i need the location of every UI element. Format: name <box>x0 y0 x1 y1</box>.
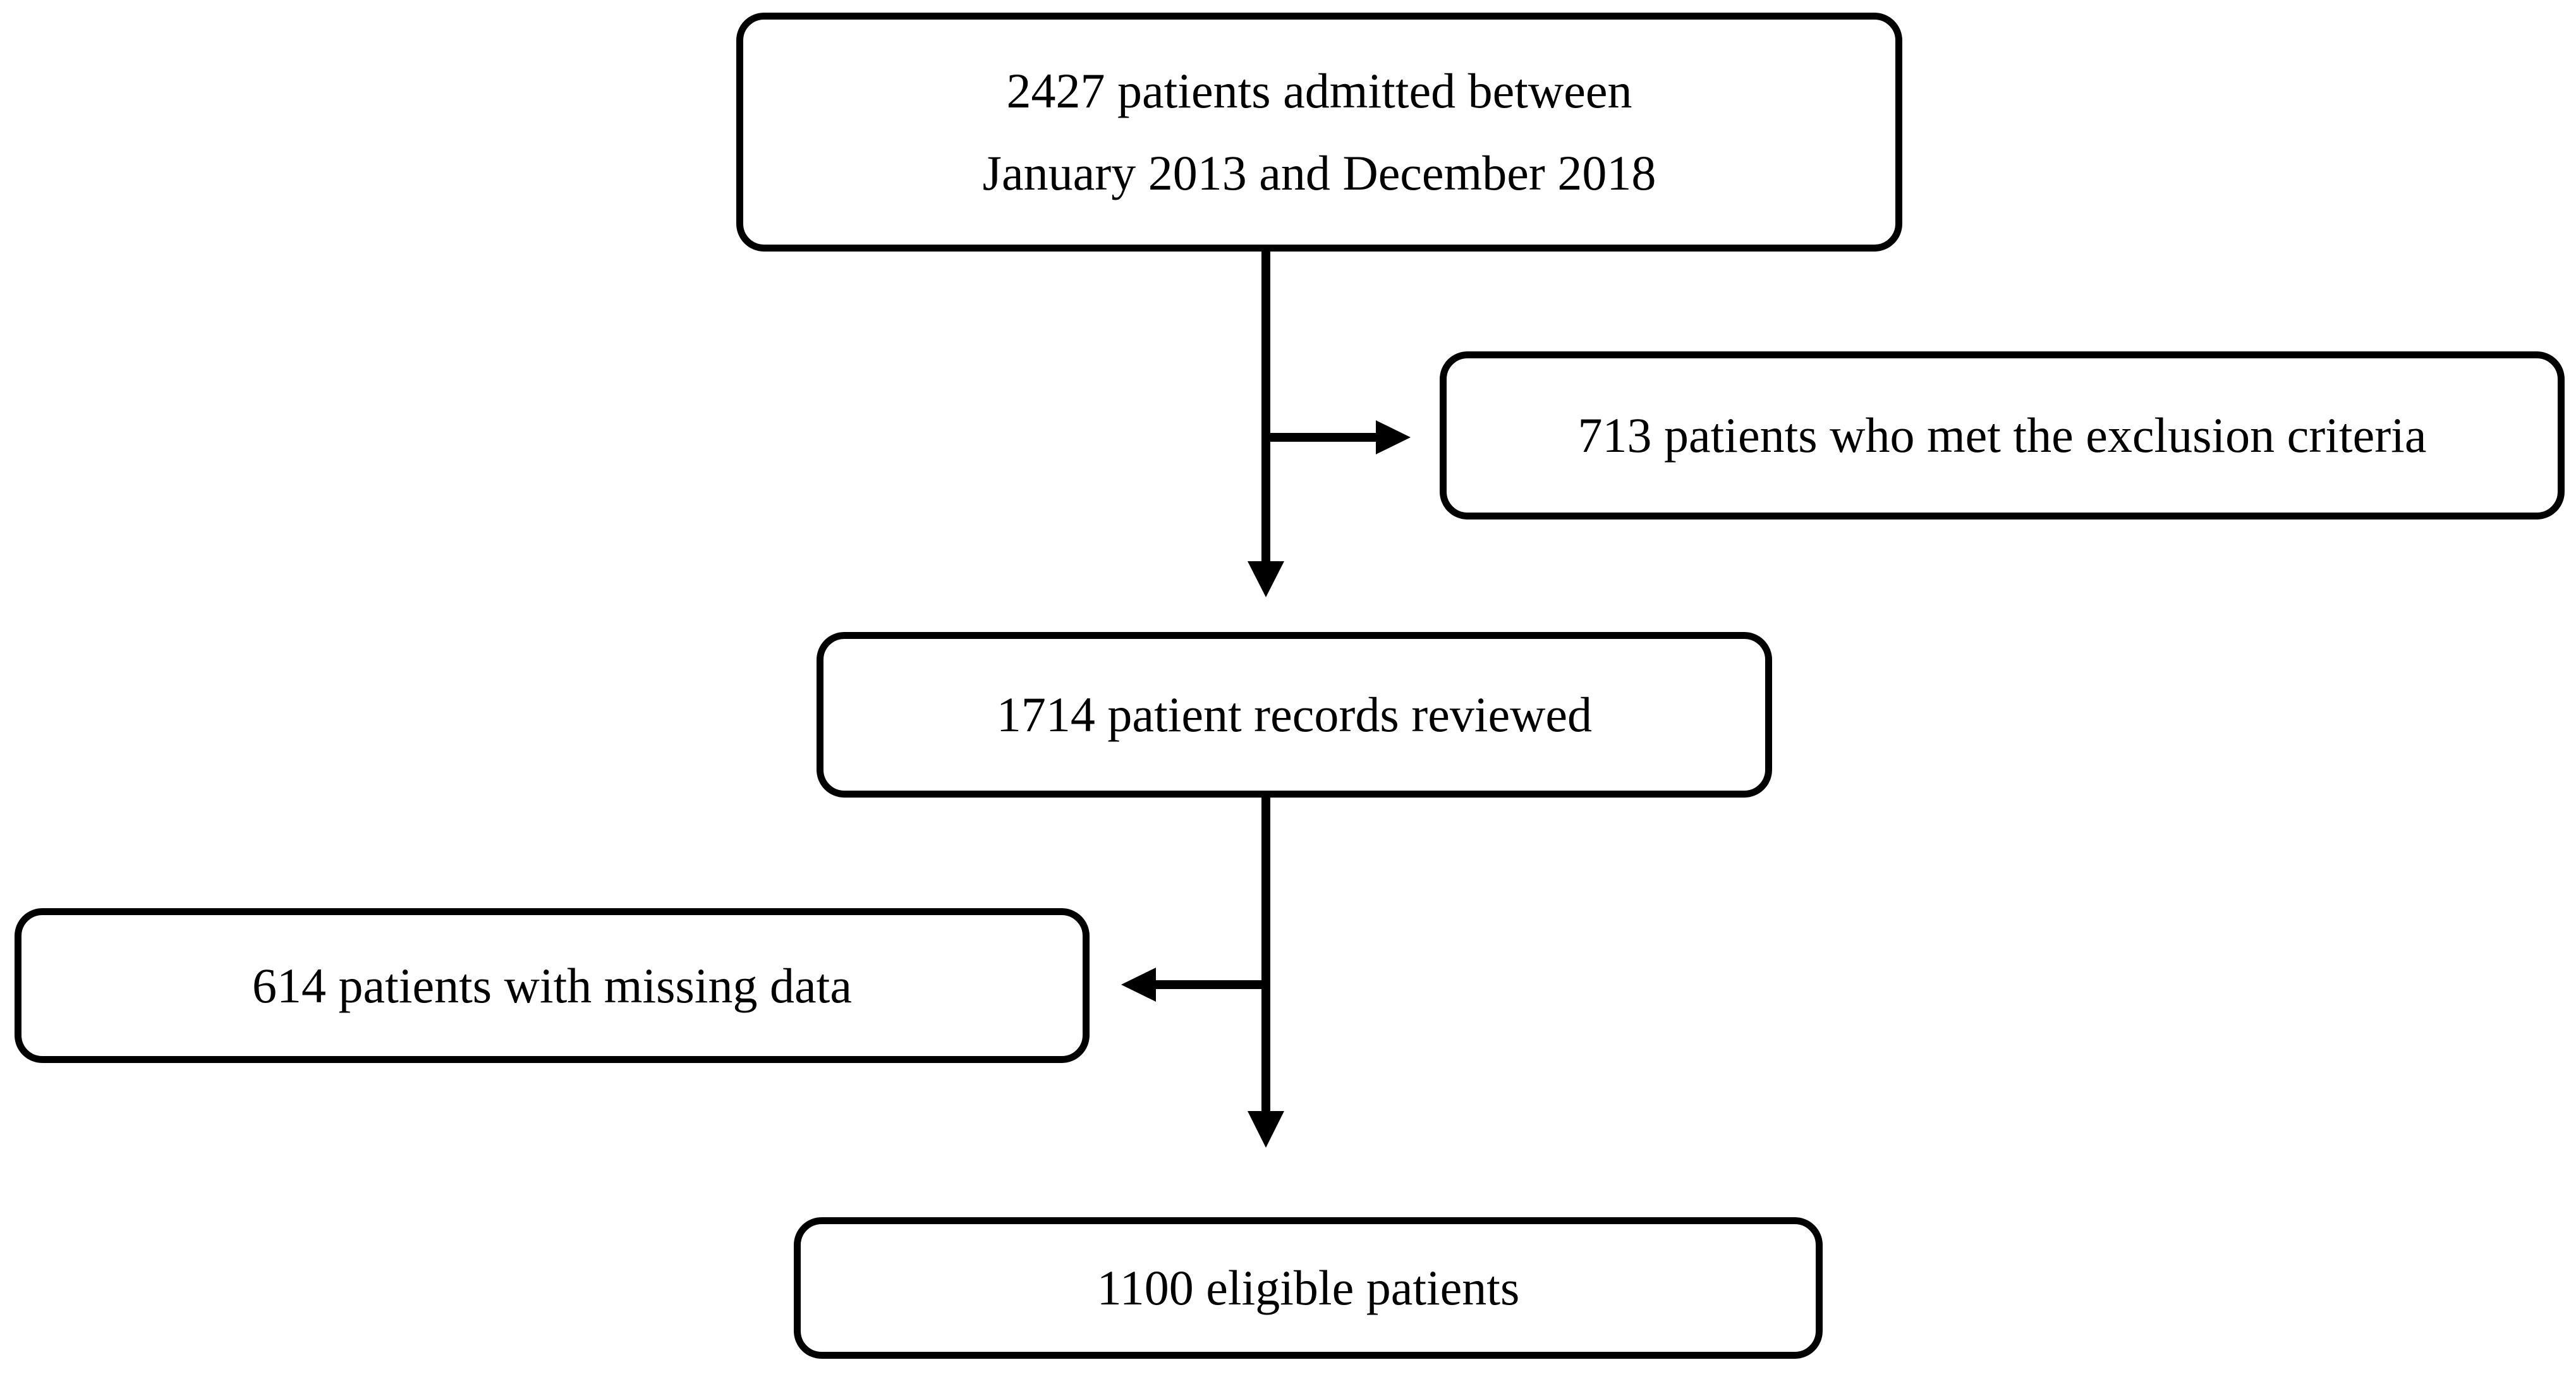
arrow-branch-to-missing <box>1121 968 1266 1002</box>
node-eligible-box: 1100 eligible patients <box>794 1217 1823 1359</box>
node-reviewed-label: 1714 patient records reviewed <box>996 687 1593 742</box>
arrowhead-left-icon <box>1121 968 1156 1002</box>
node-reviewed-box: 1714 patient records reviewed <box>817 632 1772 798</box>
arrow-branch-to-excluded <box>1266 420 1411 454</box>
node-missing-data-box: 614 patients with missing data <box>15 908 1090 1063</box>
node-eligible-label: 1100 eligible patients <box>1097 1260 1520 1315</box>
node-excluded-box: 713 patients who met the exclusion crite… <box>1440 351 2565 519</box>
arrow-reviewed-to-eligible <box>1248 798 1284 1148</box>
node-admitted-box: 2427 patients admitted between January 2… <box>736 13 1902 252</box>
node-missing-data-label: 614 patients with missing data <box>252 957 852 1013</box>
node-excluded-label: 713 patients who met the exclusion crite… <box>1577 408 2427 463</box>
arrowhead-down-icon <box>1248 1111 1284 1148</box>
arrowhead-down-icon <box>1248 561 1284 597</box>
node-admitted-line1: 2427 patients admitted between <box>1006 63 1632 118</box>
arrowhead-right-icon <box>1376 420 1411 454</box>
node-admitted-line2: January 2013 and December 2018 <box>982 145 1656 200</box>
arrow-admitted-to-reviewed <box>1248 252 1284 597</box>
